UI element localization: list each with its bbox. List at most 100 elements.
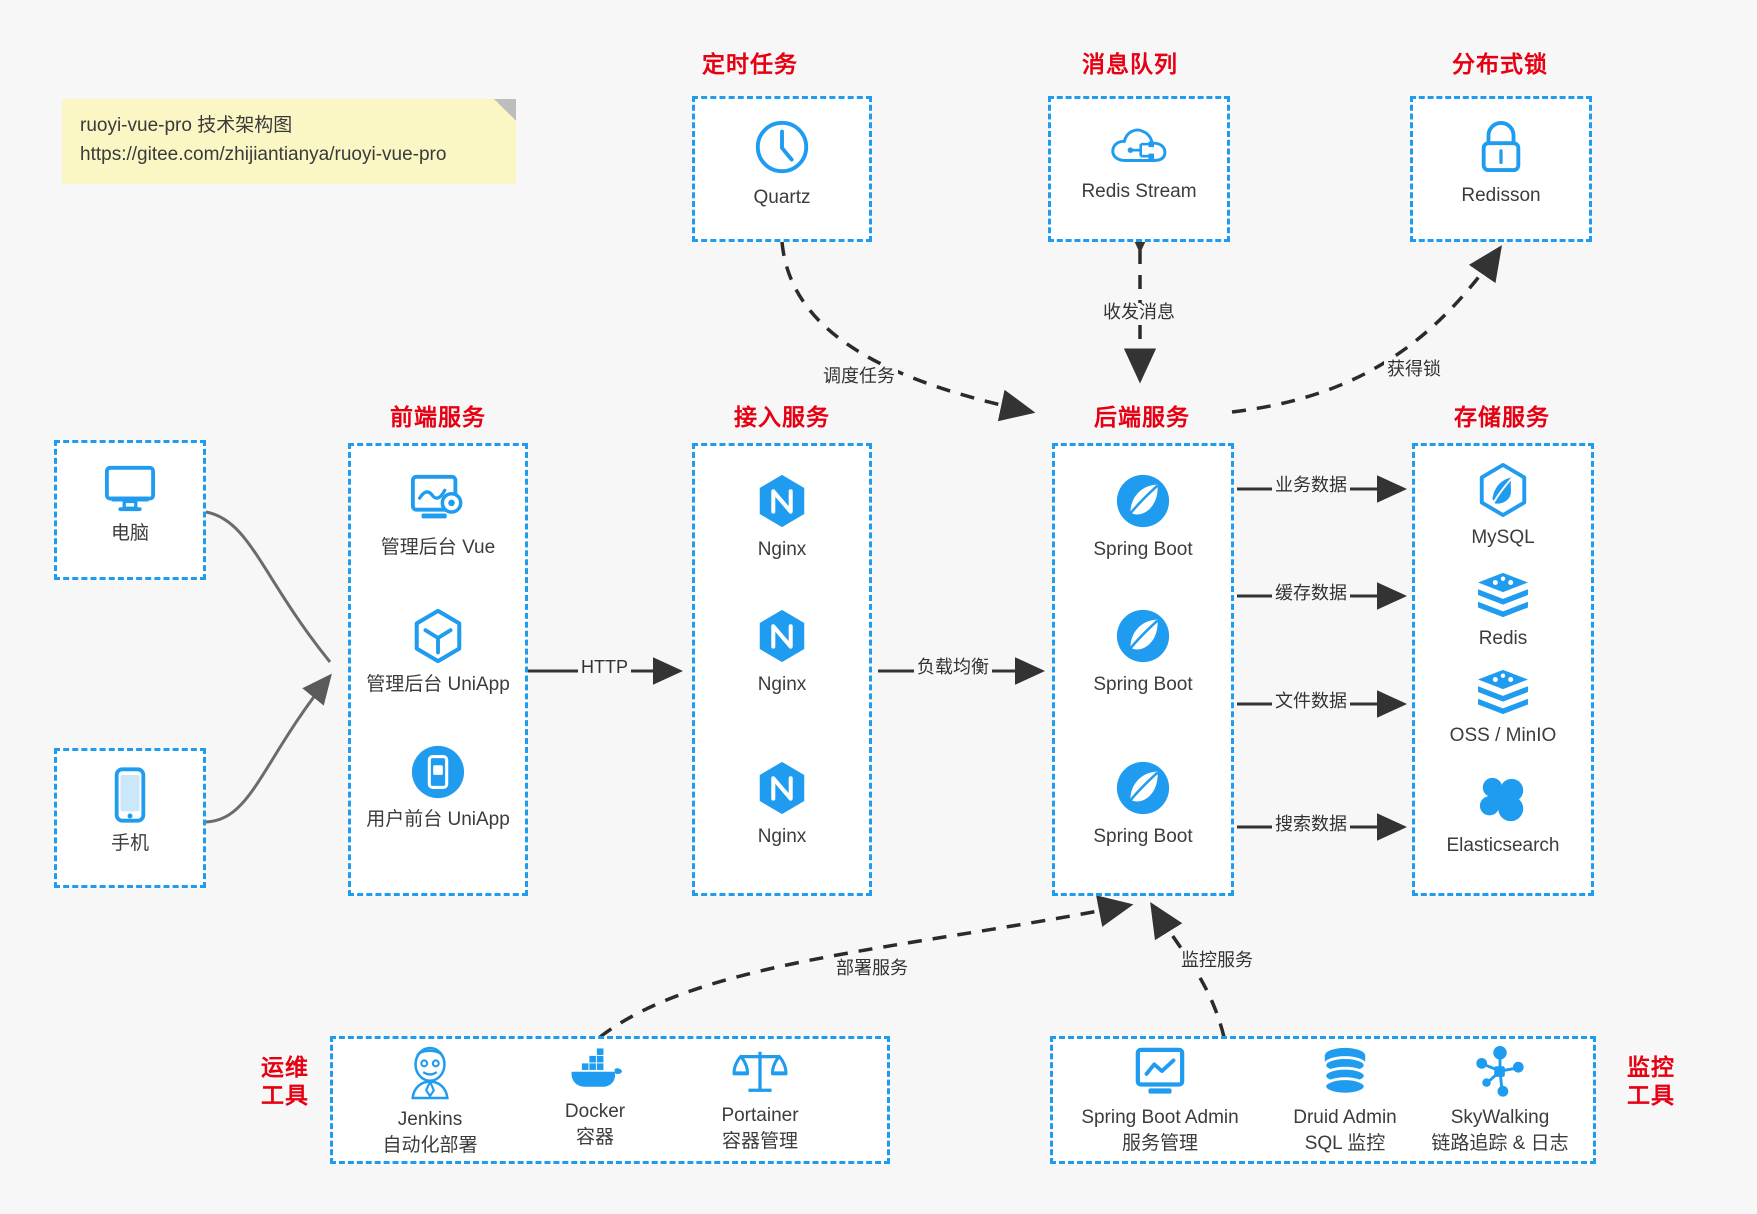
- node-admin-vue[interactable]: 管理后台 Vue: [358, 472, 518, 561]
- node-label: 电脑: [110, 523, 149, 544]
- edge-label-cache: 缓存数据: [1272, 583, 1350, 604]
- group-box-phone: [54, 748, 206, 888]
- group-box-devops: [330, 1036, 890, 1164]
- note-fold-corner: [494, 99, 516, 121]
- dashboard-gear-icon: [410, 474, 463, 519]
- edge-label-lb: 负载均衡: [914, 657, 992, 678]
- group-title-backend: 后端服务: [1094, 404, 1190, 430]
- node-nginx-2[interactable]: Nginx: [702, 607, 862, 698]
- clock-icon: [755, 120, 809, 174]
- database-icon: [1323, 1047, 1367, 1096]
- node-sublabel: 自动化部署: [382, 1134, 478, 1156]
- node-label: Spring Boot: [1093, 826, 1193, 847]
- edge-label-biz: 业务数据: [1272, 475, 1350, 496]
- edge-label-http: HTTP: [578, 657, 631, 678]
- node-oss-minio[interactable]: OSS / MinIO: [1422, 668, 1584, 749]
- node-label: MySQL: [1471, 527, 1535, 548]
- lock-icon: [1481, 121, 1521, 173]
- group-title-mq: 消息队列: [1082, 51, 1178, 77]
- node-quartz[interactable]: Quartz: [702, 116, 862, 211]
- group-title-devops-line-1: 运维: [261, 1054, 309, 1080]
- node-redis[interactable]: Redis: [1422, 571, 1584, 652]
- group-box-scheduler: [692, 96, 872, 242]
- node-label: Nginx: [757, 674, 807, 695]
- node-elasticsearch[interactable]: Elasticsearch: [1422, 774, 1584, 859]
- group-title-storage: 存储服务: [1454, 404, 1550, 430]
- edge-label-deploy: 部署服务: [833, 958, 911, 979]
- node-label: 用户前台 UniApp: [366, 809, 510, 830]
- node-label: Druid Admin: [1293, 1107, 1397, 1128]
- docker-whale-icon: [571, 1048, 623, 1087]
- node-label: Spring Boot: [1093, 674, 1193, 695]
- edge-label-message: 收发消息: [1100, 302, 1178, 323]
- jenkins-butler-icon: [411, 1046, 449, 1100]
- node-label: Redisson: [1461, 185, 1541, 206]
- cloud-stream-icon: [1111, 128, 1167, 162]
- node-user-uniapp[interactable]: 用户前台 UniApp: [358, 744, 518, 833]
- node-label: Jenkins: [397, 1109, 463, 1130]
- group-title-monitor: 监控 工具: [1616, 1053, 1686, 1109]
- spring-leaf-icon: [1116, 609, 1170, 663]
- node-mysql[interactable]: MySQL: [1422, 462, 1584, 551]
- node-label: Nginx: [757, 539, 807, 560]
- cube-icon: [414, 608, 462, 664]
- node-sublabel: SQL 监控: [1304, 1132, 1386, 1154]
- node-redisson[interactable]: Redisson: [1420, 118, 1582, 209]
- skywalking-node-icon: [1476, 1046, 1524, 1097]
- node-jenkins[interactable]: Jenkins 自动化部署: [350, 1046, 510, 1158]
- node-spring-boot-2[interactable]: Spring Boot: [1062, 607, 1224, 698]
- note-line-2: https://gitee.com/zhijiantianya/ruoyi-vu…: [80, 143, 447, 165]
- note-card: ruoyi-vue-pro 技术架构图 https://gitee.com/zh…: [62, 99, 516, 184]
- spring-leaf-icon: [1116, 474, 1170, 528]
- group-box-mq: [1048, 96, 1230, 242]
- monitor-chart-icon: [1135, 1047, 1185, 1094]
- app-phone-icon: [411, 745, 465, 799]
- spring-leaf-icon: [1116, 761, 1170, 815]
- edge-label-search: 搜索数据: [1272, 814, 1350, 835]
- node-label: 手机: [110, 833, 149, 854]
- edge-label-schedule: 调度任务: [820, 366, 898, 387]
- node-label: Docker: [564, 1101, 626, 1122]
- nginx-icon: [759, 761, 805, 815]
- node-spring-boot-admin[interactable]: Spring Boot Admin 服务管理: [1070, 1046, 1250, 1156]
- group-title-monitor-line-2: 工具: [1627, 1082, 1675, 1109]
- node-label: Redis: [1478, 628, 1528, 649]
- node-nginx-1[interactable]: Nginx: [702, 472, 862, 563]
- node-label: Spring Boot Admin: [1081, 1107, 1239, 1128]
- group-title-scheduler: 定时任务: [702, 51, 798, 77]
- scales-icon: [732, 1051, 788, 1092]
- node-label: Redis Stream: [1081, 181, 1197, 202]
- node-nginx-3[interactable]: Nginx: [702, 759, 862, 850]
- mysql-dolphin-icon: [1479, 462, 1527, 518]
- edge-label-file: 文件数据: [1272, 691, 1350, 712]
- node-label: Elasticsearch: [1446, 835, 1560, 856]
- node-label: Spring Boot: [1093, 539, 1193, 560]
- node-docker[interactable]: Docker 容器: [515, 1046, 675, 1150]
- node-label: OSS / MinIO: [1449, 725, 1557, 746]
- edge-label-monitor: 监控服务: [1178, 950, 1256, 971]
- node-label: Nginx: [757, 826, 807, 847]
- group-title-devops: 运维 工具: [250, 1053, 320, 1109]
- node-sublabel: 服务管理: [1121, 1132, 1198, 1154]
- redis-stack-icon: [1478, 669, 1528, 715]
- nginx-icon: [759, 474, 805, 528]
- elasticsearch-icon: [1479, 777, 1524, 822]
- node-phone[interactable]: 手机: [62, 766, 198, 857]
- edge-label-lock: 获得锁: [1384, 359, 1444, 380]
- node-skywalking[interactable]: SkyWalking 链路追踪 & 日志: [1415, 1046, 1585, 1156]
- group-box-monitor: [1050, 1036, 1596, 1164]
- node-sublabel: 容器: [575, 1126, 614, 1148]
- node-pc[interactable]: 电脑: [62, 462, 198, 547]
- node-druid-admin[interactable]: Druid Admin SQL 监控: [1265, 1046, 1425, 1156]
- node-label: SkyWalking: [1450, 1107, 1550, 1128]
- node-portainer[interactable]: Portainer 容器管理: [680, 1046, 840, 1154]
- nginx-icon: [759, 609, 805, 663]
- node-redis-stream[interactable]: Redis Stream: [1058, 118, 1220, 205]
- note-line-1: ruoyi-vue-pro 技术架构图: [80, 115, 293, 136]
- redis-stack-icon: [1478, 572, 1528, 618]
- node-spring-boot-1[interactable]: Spring Boot: [1062, 472, 1224, 563]
- node-admin-uniapp[interactable]: 管理后台 UniApp: [358, 607, 518, 698]
- node-spring-boot-3[interactable]: Spring Boot: [1062, 759, 1224, 850]
- node-label: 管理后台 Vue: [380, 537, 496, 558]
